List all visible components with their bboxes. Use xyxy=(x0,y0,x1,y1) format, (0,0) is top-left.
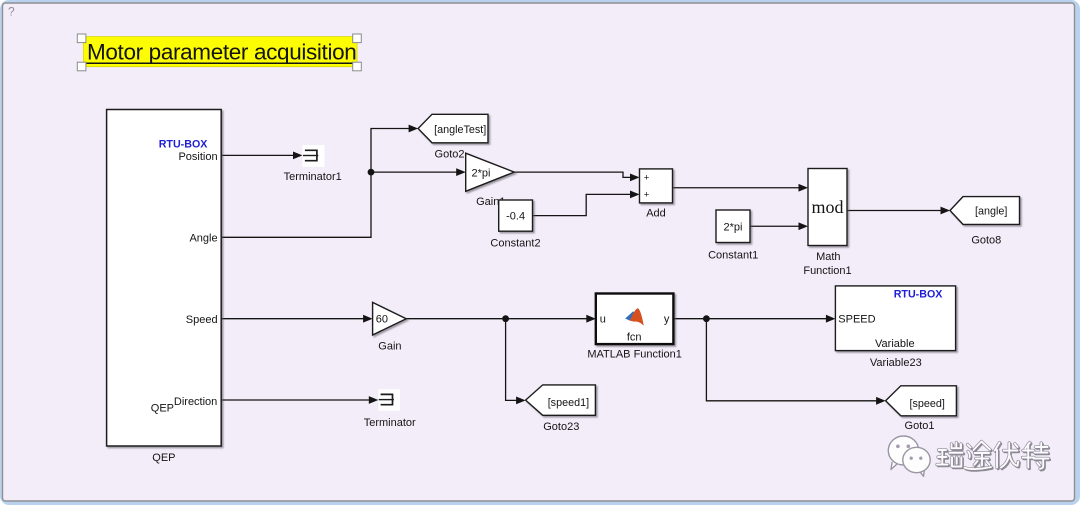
svg-text:Goto23: Goto23 xyxy=(543,421,579,433)
svg-text:[speed1]: [speed1] xyxy=(548,397,589,409)
svg-text:Terminator: Terminator xyxy=(364,417,416,429)
svg-text:Position: Position xyxy=(178,151,217,163)
svg-text:[angle]: [angle] xyxy=(975,206,1007,218)
svg-text:Goto1: Goto1 xyxy=(905,420,935,432)
svg-text:Variable23: Variable23 xyxy=(870,357,922,369)
svg-text:-0.4: -0.4 xyxy=(506,211,525,223)
svg-text:QEP: QEP xyxy=(151,402,174,414)
svg-text:Goto2: Goto2 xyxy=(435,149,465,161)
svg-text:Angle: Angle xyxy=(189,233,217,245)
svg-text:Terminator1: Terminator1 xyxy=(284,171,342,183)
svg-text:Math: Math xyxy=(816,251,840,263)
svg-text:RTU-BOX: RTU-BOX xyxy=(159,138,209,150)
svg-text:y: y xyxy=(664,314,670,326)
svg-text:+: + xyxy=(644,173,650,184)
svg-text:fcn: fcn xyxy=(627,332,642,344)
svg-text:mod: mod xyxy=(811,197,843,217)
svg-text:SPEED: SPEED xyxy=(838,314,875,326)
svg-text:2*pi: 2*pi xyxy=(472,167,491,179)
svg-text:Constant2: Constant2 xyxy=(490,237,540,249)
svg-text:60: 60 xyxy=(376,314,388,326)
svg-text:RTU-BOX: RTU-BOX xyxy=(894,288,944,300)
svg-text:u: u xyxy=(600,314,606,326)
svg-text:QEP: QEP xyxy=(152,452,175,464)
svg-text:Function1: Function1 xyxy=(803,265,851,277)
svg-text:2*pi: 2*pi xyxy=(724,221,743,233)
svg-text:MATLAB Function1: MATLAB Function1 xyxy=(587,348,682,360)
svg-text:Motor parameter acquisition: Motor parameter acquisition xyxy=(87,40,356,65)
svg-text:+: + xyxy=(644,190,650,201)
svg-text:Constant1: Constant1 xyxy=(708,249,758,261)
svg-text:Gain: Gain xyxy=(378,341,401,353)
svg-text:[angleTest]: [angleTest] xyxy=(434,124,486,136)
svg-text:?: ? xyxy=(8,4,15,18)
svg-text:Direction: Direction xyxy=(174,396,217,408)
svg-text:[speed]: [speed] xyxy=(909,398,944,410)
svg-text:Goto8: Goto8 xyxy=(971,235,1001,247)
svg-text:Variable: Variable xyxy=(875,338,915,350)
svg-text:Speed: Speed xyxy=(186,314,218,326)
svg-text:Add: Add xyxy=(646,208,666,220)
